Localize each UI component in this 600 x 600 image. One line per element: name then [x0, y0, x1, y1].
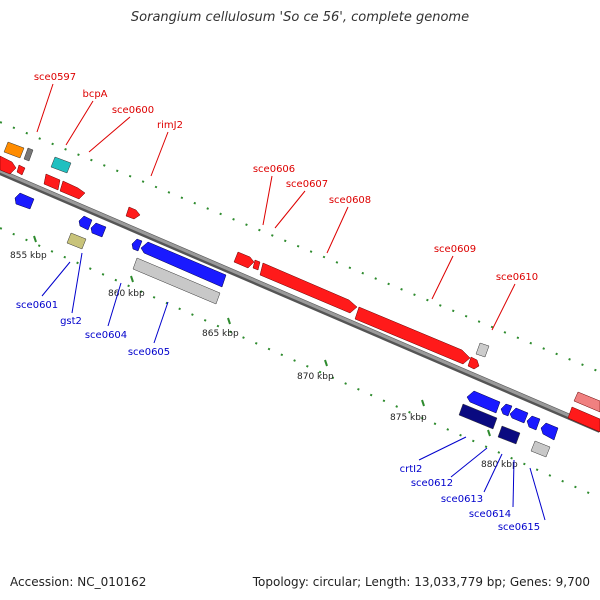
scale-label: 880 kbp: [481, 460, 518, 470]
upper-misc-genes: [3, 141, 490, 358]
gene-label: bcpA: [82, 89, 107, 100]
gene-block: [50, 156, 72, 174]
accession-text: Accession: NC_010162: [10, 575, 147, 589]
genome-backbone: [0, 169, 600, 433]
scale-label: 865 kbp: [202, 329, 239, 339]
scale-label: 870 kbp: [297, 372, 334, 382]
gene-block: [530, 440, 551, 458]
bottom-leader-lines: [41, 252, 546, 521]
gene-arrow: [567, 406, 600, 433]
gene-arrow: [78, 215, 93, 231]
bottom-labels: sce0601 gst2 sce0604 sce0605 crtI2 sce06…: [16, 300, 540, 533]
scale-tick: [227, 317, 231, 325]
gene-arrow: [259, 262, 358, 314]
gene-label: sce0607: [286, 179, 328, 190]
gene-arrow: [354, 306, 471, 365]
top-labels: sce0597 bcpA sce0600 rimJ2 sce0606 sce06…: [34, 72, 538, 283]
gene-arrow: [131, 238, 143, 252]
gene-block: [497, 425, 521, 445]
gene-label: sce0606: [253, 164, 295, 175]
top-leader-lines: [36, 83, 516, 331]
gene-arrow: [43, 173, 61, 191]
scale-label: 860 kbp: [108, 289, 145, 299]
lower-dotted-track: [0, 227, 600, 499]
scale-tick: [130, 275, 134, 283]
gene-label: sce0600: [112, 105, 154, 116]
scale-tick: [33, 235, 37, 243]
scale-ticks: [33, 235, 491, 437]
lower-misc-genes: [66, 232, 551, 458]
map-title: Sorangium cellulosum 'So ce 56', complet…: [130, 10, 470, 25]
gene-block: [66, 232, 87, 250]
reverse-genes: [14, 192, 559, 441]
gene-label: sce0610: [496, 272, 538, 283]
gene-arrow: [14, 192, 35, 210]
gene-arrow: [0, 155, 17, 175]
scale-tick: [421, 399, 425, 407]
gene-arrow: [500, 403, 513, 417]
gene-arrow: [252, 259, 261, 271]
gene-block: [3, 141, 25, 159]
gene-block: [23, 147, 34, 162]
scale-tick: [487, 429, 491, 437]
gene-label: crtI2: [400, 464, 423, 475]
scale-label: 855 kbp: [10, 251, 47, 261]
gene-arrow: [467, 356, 480, 370]
gene-arrow: [526, 415, 541, 431]
scale-label: 875 kbp: [390, 413, 427, 423]
gene-arrow: [125, 206, 141, 220]
gene-label: sce0615: [498, 522, 540, 533]
gene-arrow: [540, 422, 559, 441]
gene-arrow: [16, 164, 26, 176]
gene-label: sce0608: [329, 195, 371, 206]
genome-summary-text: Topology: circular; Length: 13,033,779 b…: [252, 575, 590, 589]
gene-label: sce0609: [434, 244, 476, 255]
gene-arrow: [233, 251, 255, 269]
gene-label: sce0612: [411, 478, 453, 489]
gene-block: [475, 342, 490, 358]
gene-label: sce0613: [441, 494, 483, 505]
forward-genes: [0, 155, 600, 433]
gene-arrow: [509, 407, 529, 424]
gene-arrow: [90, 222, 107, 238]
gene-label: sce0597: [34, 72, 76, 83]
scale-tick: [324, 359, 328, 367]
gene-arrow: [140, 241, 227, 288]
gene-label: sce0605: [128, 347, 170, 358]
gene-label: sce0604: [85, 330, 127, 341]
gene-label: gst2: [60, 316, 82, 327]
gene-arrow: [466, 390, 501, 414]
gene-block: [132, 257, 221, 305]
gene-arrow: [59, 180, 86, 200]
gene-block: [458, 403, 498, 430]
gene-arrow: [573, 391, 600, 413]
gene-label: rimJ2: [157, 120, 183, 131]
gene-label: sce0601: [16, 300, 58, 311]
scale-labels: 855 kbp 860 kbp 865 kbp 870 kbp 875 kbp …: [10, 251, 518, 470]
gene-label: sce0614: [469, 509, 511, 520]
